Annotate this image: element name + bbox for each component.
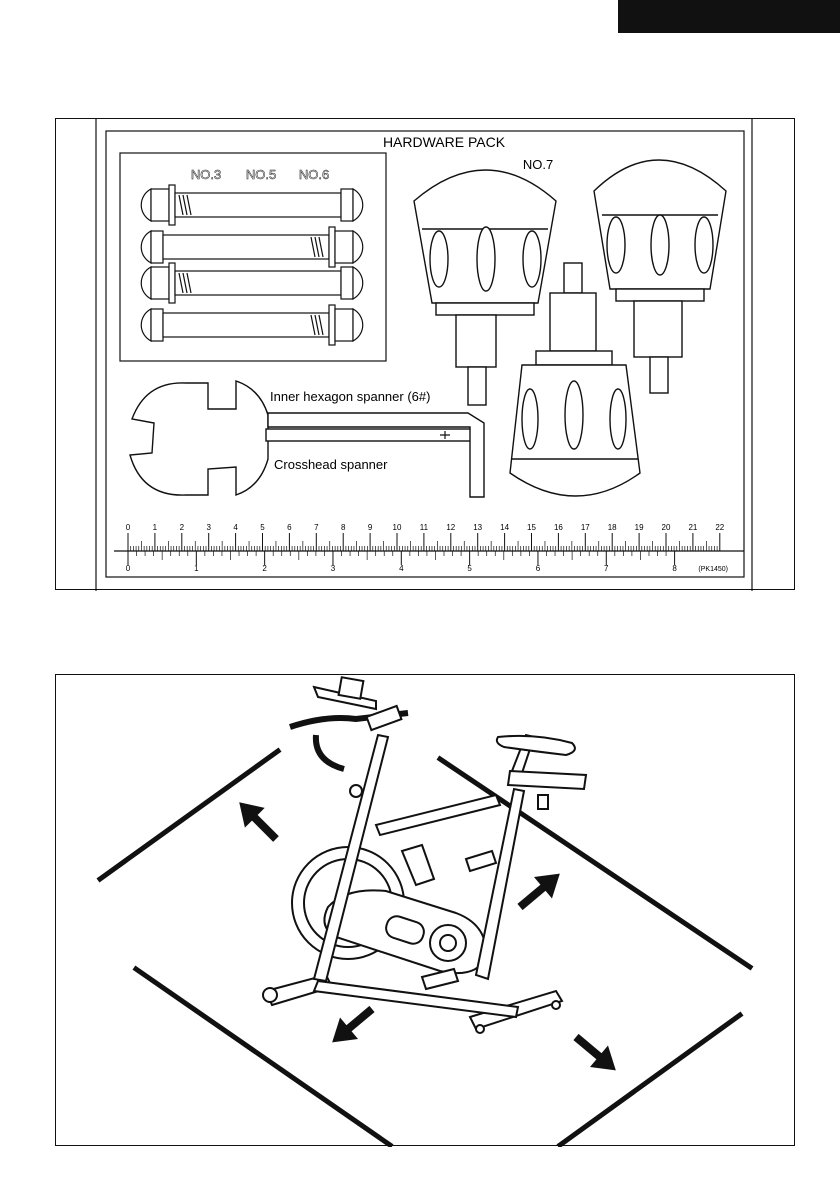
ruler-inch-label: 0	[126, 564, 131, 573]
ruler-code: (PK1450)	[698, 566, 728, 573]
ruler-cm-label: 8	[341, 523, 346, 532]
bike-placement-figure	[56, 675, 796, 1147]
bolt-2	[141, 227, 363, 267]
ruler-inch-label: 5	[467, 564, 472, 573]
bolt-label-no5: NO.5	[246, 167, 276, 182]
ruler-cm-label: 16	[554, 523, 563, 532]
ruler-cm-label: 14	[500, 523, 509, 532]
ruler-inch-label: 3	[331, 564, 336, 573]
arrow-front-left-icon	[229, 792, 286, 849]
ruler-cm-label: 22	[715, 523, 724, 532]
hardware-pack-title: HARDWARE PACK	[383, 134, 506, 150]
ruler-cm-label: 10	[393, 523, 402, 532]
bolt-label-no6: NO.6	[299, 167, 329, 182]
bolt-1	[141, 185, 363, 225]
ruler-cm-label: 19	[635, 523, 644, 532]
bike-placement-panel	[55, 674, 795, 1146]
arrow-rear-down-icon	[567, 1026, 625, 1081]
ruler-cm-label: 15	[527, 523, 536, 532]
arrow-rear-right-icon	[511, 863, 569, 918]
hardware-pack-panel: HARDWARE PACK NO.3 NO.5 NO.6	[55, 118, 795, 590]
hex-key	[268, 413, 484, 497]
ruler-cm-label: 17	[581, 523, 590, 532]
hex-spanner-label: Inner hexagon spanner (6#)	[270, 389, 430, 404]
ruler-inch-label: 2	[262, 564, 267, 573]
ruler-cm-label: 13	[473, 523, 482, 532]
ruler-cm-label: 20	[662, 523, 671, 532]
ruler-inch-label: 8	[672, 564, 677, 573]
ruler-cm-label: 18	[608, 523, 617, 532]
crosshead-spanner-label: Crosshead spanner	[274, 457, 388, 472]
ruler-cm-label: 2	[180, 523, 185, 532]
ruler-cm-label: 6	[287, 523, 292, 532]
ruler-inch-label: 4	[399, 564, 404, 573]
hardware-pack-figure: HARDWARE PACK NO.3 NO.5 NO.6	[56, 119, 796, 591]
bolt-3	[141, 263, 363, 303]
ruler-inch-label: 7	[604, 564, 609, 573]
knob-2	[594, 160, 726, 393]
exercise-bike-icon	[263, 677, 586, 1033]
ruler-cm-label: 0	[126, 523, 131, 532]
bolt-4	[141, 305, 363, 345]
ruler-cm-label: 9	[368, 523, 373, 532]
ruler-inch-label: 1	[194, 564, 199, 573]
ruler-cm-label: 12	[446, 523, 455, 532]
knob-label: NO.7	[523, 157, 553, 172]
ruler-cm-label: 4	[233, 523, 238, 532]
ruler-cm-label: 7	[314, 523, 319, 532]
ruler-cm-label: 3	[206, 523, 211, 532]
ruler-cm-label: 5	[260, 523, 265, 532]
header-tab	[618, 0, 840, 33]
ruler-cm-label: 11	[420, 523, 429, 532]
bolt-label-no3: NO.3	[191, 167, 221, 182]
arrow-front-down-icon	[323, 998, 381, 1053]
ruler-inch-label: 6	[536, 564, 541, 573]
ruler-cm-label: 21	[688, 523, 697, 532]
ruler-cm-label: 1	[153, 523, 158, 532]
